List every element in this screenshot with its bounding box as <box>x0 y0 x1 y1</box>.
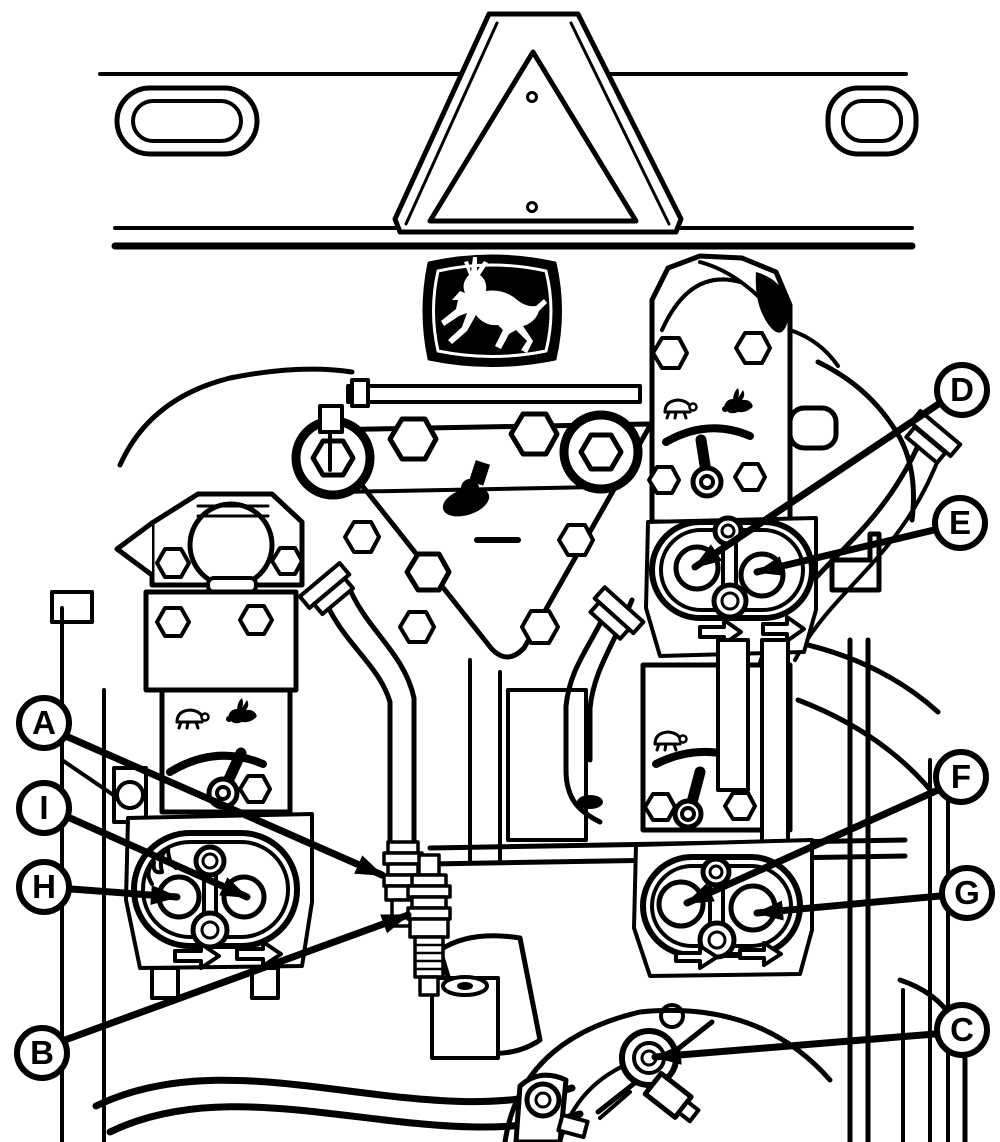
left-frame-slot <box>114 85 260 157</box>
leader-f <box>683 786 942 907</box>
right-frame-slot <box>825 85 919 157</box>
coupler-port-g <box>728 883 778 933</box>
grease-fitting-icon <box>442 460 491 517</box>
hydraulic-hoses <box>297 404 963 855</box>
callout-g: G <box>939 865 995 921</box>
leader-e <box>753 526 938 576</box>
callout-h-letter: H <box>32 868 56 905</box>
callout-c-letter: C <box>950 1011 974 1048</box>
callout-i: I <box>16 780 72 836</box>
callout-d-letter: D <box>950 371 974 408</box>
right-lower-scv-valve <box>640 638 793 852</box>
callout-e-letter: E <box>948 504 971 541</box>
deer-silhouette <box>441 257 547 353</box>
flow-direction-arrow <box>761 615 806 643</box>
callout-b-letter: B <box>30 1034 54 1071</box>
coupler-port-f <box>656 879 706 929</box>
callout-a: A <box>16 695 72 751</box>
leader-i <box>66 814 251 901</box>
callout-leaders <box>61 399 944 1065</box>
smv-triangle-icon <box>392 11 684 235</box>
right-upper-scv-valve <box>647 253 839 525</box>
callout-c: C <box>934 1002 990 1058</box>
flow-direction-arrow <box>173 942 221 970</box>
machine-background <box>50 328 968 1142</box>
leader-d <box>691 399 944 571</box>
callout-d: D <box>934 362 990 418</box>
left-coupler <box>124 812 314 1000</box>
leader-a <box>64 733 386 879</box>
callout-h: H <box>16 859 72 915</box>
callout-g-letter: G <box>954 874 980 911</box>
flow-direction-arrow <box>235 940 283 968</box>
flow-direction-arrow <box>738 941 783 967</box>
callout-a-letter: A <box>32 704 56 741</box>
callout-e: E <box>932 495 988 551</box>
drain-port-c <box>595 1019 715 1124</box>
leaping-deer-logo-icon <box>422 254 562 367</box>
left-scv-valve <box>112 491 305 824</box>
center-hitch-bracket <box>291 378 654 660</box>
callout-f: F <box>933 749 989 805</box>
leader-c <box>651 1030 939 1065</box>
flow-rate-arc <box>166 751 267 776</box>
flow-direction-arrow <box>674 944 719 970</box>
callout-f-letter: F <box>950 758 972 795</box>
callout-b: B <box>14 1025 70 1081</box>
leader-g <box>753 892 944 921</box>
right-lower-coupler <box>632 838 814 978</box>
callout-i-letter: I <box>39 789 49 826</box>
leader-b <box>61 911 412 1044</box>
hose-fitting-b <box>406 853 452 997</box>
leader-h <box>67 885 181 906</box>
flow-rate-arc <box>662 424 754 446</box>
coupler-port-e <box>738 551 786 599</box>
